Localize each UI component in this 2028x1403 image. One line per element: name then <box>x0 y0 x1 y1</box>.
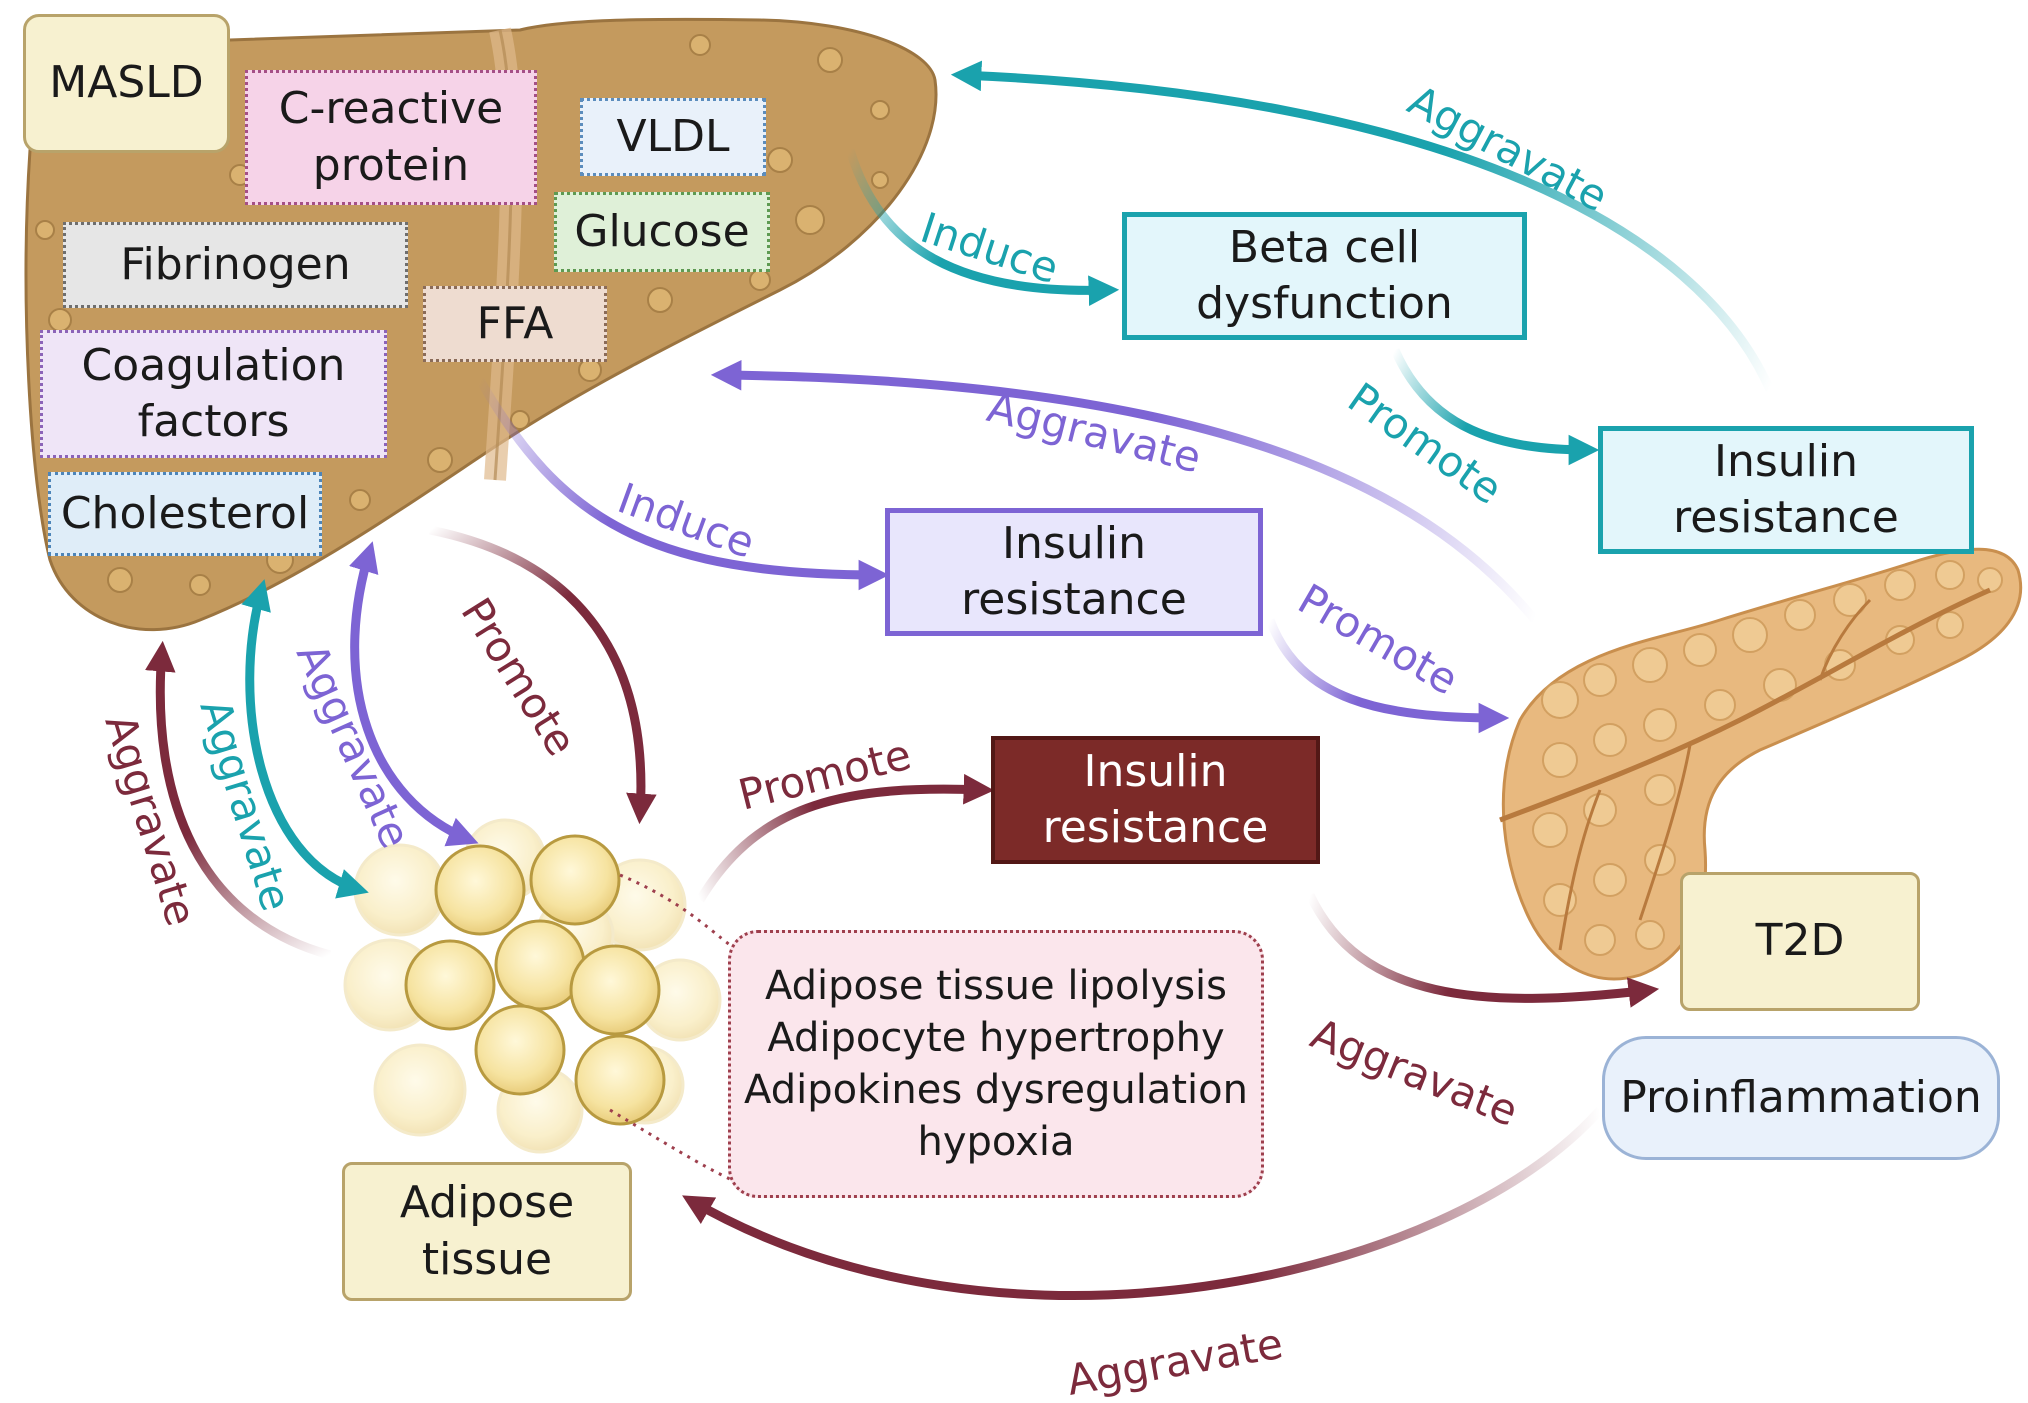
arrow-promote-purple <box>1265 618 1510 734</box>
insulin-resistance-label: Insulin resistance <box>1042 745 1269 853</box>
arrow-aggravate-top <box>950 60 1775 392</box>
fibrinogen-label: Fibrinogen <box>120 238 351 290</box>
arrow-promote-teal <box>1390 348 1600 466</box>
insulin-resistance-label: Insulin resistance <box>961 517 1187 625</box>
proinflammation-label: Proinflammation <box>1620 1071 1982 1123</box>
label-aggravate-red-right: Aggravate <box>1304 1009 1524 1136</box>
beta-cell-label: Beta cell dysfunction <box>1196 221 1453 329</box>
label-aggravate-left-red: Aggravate <box>95 709 206 932</box>
arrow-aggravate-red-bottom <box>682 1107 1604 1300</box>
adipose-tissue-box: Adipose tissue <box>342 1162 632 1301</box>
pancreas-illustration <box>1499 547 2023 981</box>
crp-label: C-reactive protein <box>278 83 504 191</box>
glucose-box: Glucose <box>554 192 770 272</box>
arrow-promote-red <box>696 773 995 903</box>
arrow-induce-teal <box>845 148 1120 306</box>
adipose-effects-label: Adipose tissue lipolysis Adipocyte hyper… <box>744 963 1248 1165</box>
arrow-induce-purple <box>476 377 890 591</box>
cholesterol-label: Cholesterol <box>60 487 310 539</box>
dotted-connector <box>619 873 731 947</box>
coagulation-label: Coagulation factors <box>81 339 346 447</box>
insulin-resistance-label: Insulin resistance <box>1673 435 1899 543</box>
arrow-promote-red-vertical <box>429 525 657 825</box>
coagulation-factors-box: Coagulation factors <box>40 330 387 458</box>
adipose-cells-illustration <box>343 818 722 1154</box>
adipose-tissue-label: Adipose tissue <box>399 1177 575 1285</box>
adipose-effects-box: Adipose tissue lipolysis Adipocyte hyper… <box>728 930 1264 1198</box>
label-aggravate-left-teal: Aggravate <box>190 694 301 917</box>
label-promote-red-vertical: Promote <box>452 589 587 764</box>
insulin-resistance-adipose-box: Insulin resistance <box>991 736 1320 864</box>
cholesterol-box: Cholesterol <box>48 472 322 556</box>
vldl-label: VLDL <box>616 110 730 162</box>
arrow-aggravate-red-right <box>1305 893 1660 1008</box>
dotted-connector <box>609 1108 733 1182</box>
arrow-aggravate-left-red <box>145 640 332 960</box>
label-aggravate-purple-top: Aggravate <box>983 382 1206 482</box>
insulin-resistance-liver-box: Insulin resistance <box>885 508 1263 636</box>
label-aggravate-red-bottom: Aggravate <box>1063 1319 1286 1403</box>
arrow-aggravate-purple-top <box>710 359 1539 623</box>
masld-label: MASLD <box>49 57 204 109</box>
t2d-box: T2D <box>1680 872 1920 1011</box>
arrow-aggravate-left-purple <box>349 541 479 847</box>
ffa-box: FFA <box>423 286 607 362</box>
fibrinogen-box: Fibrinogen <box>63 222 408 308</box>
glucose-label: Glucose <box>574 205 750 257</box>
proinflammation-box: Proinflammation <box>1602 1036 2000 1160</box>
arrow-aggravate-left-teal <box>241 579 369 899</box>
beta-cell-dysfunction-box: Beta cell dysfunction <box>1122 212 1527 340</box>
vldl-box: VLDL <box>580 98 766 176</box>
ffa-label: FFA <box>476 297 554 349</box>
insulin-resistance-pancreas-box: Insulin resistance <box>1598 426 1974 554</box>
crp-box: C-reactive protein <box>245 70 537 205</box>
masld-box: MASLD <box>23 14 230 153</box>
t2d-label: T2D <box>1755 915 1845 967</box>
